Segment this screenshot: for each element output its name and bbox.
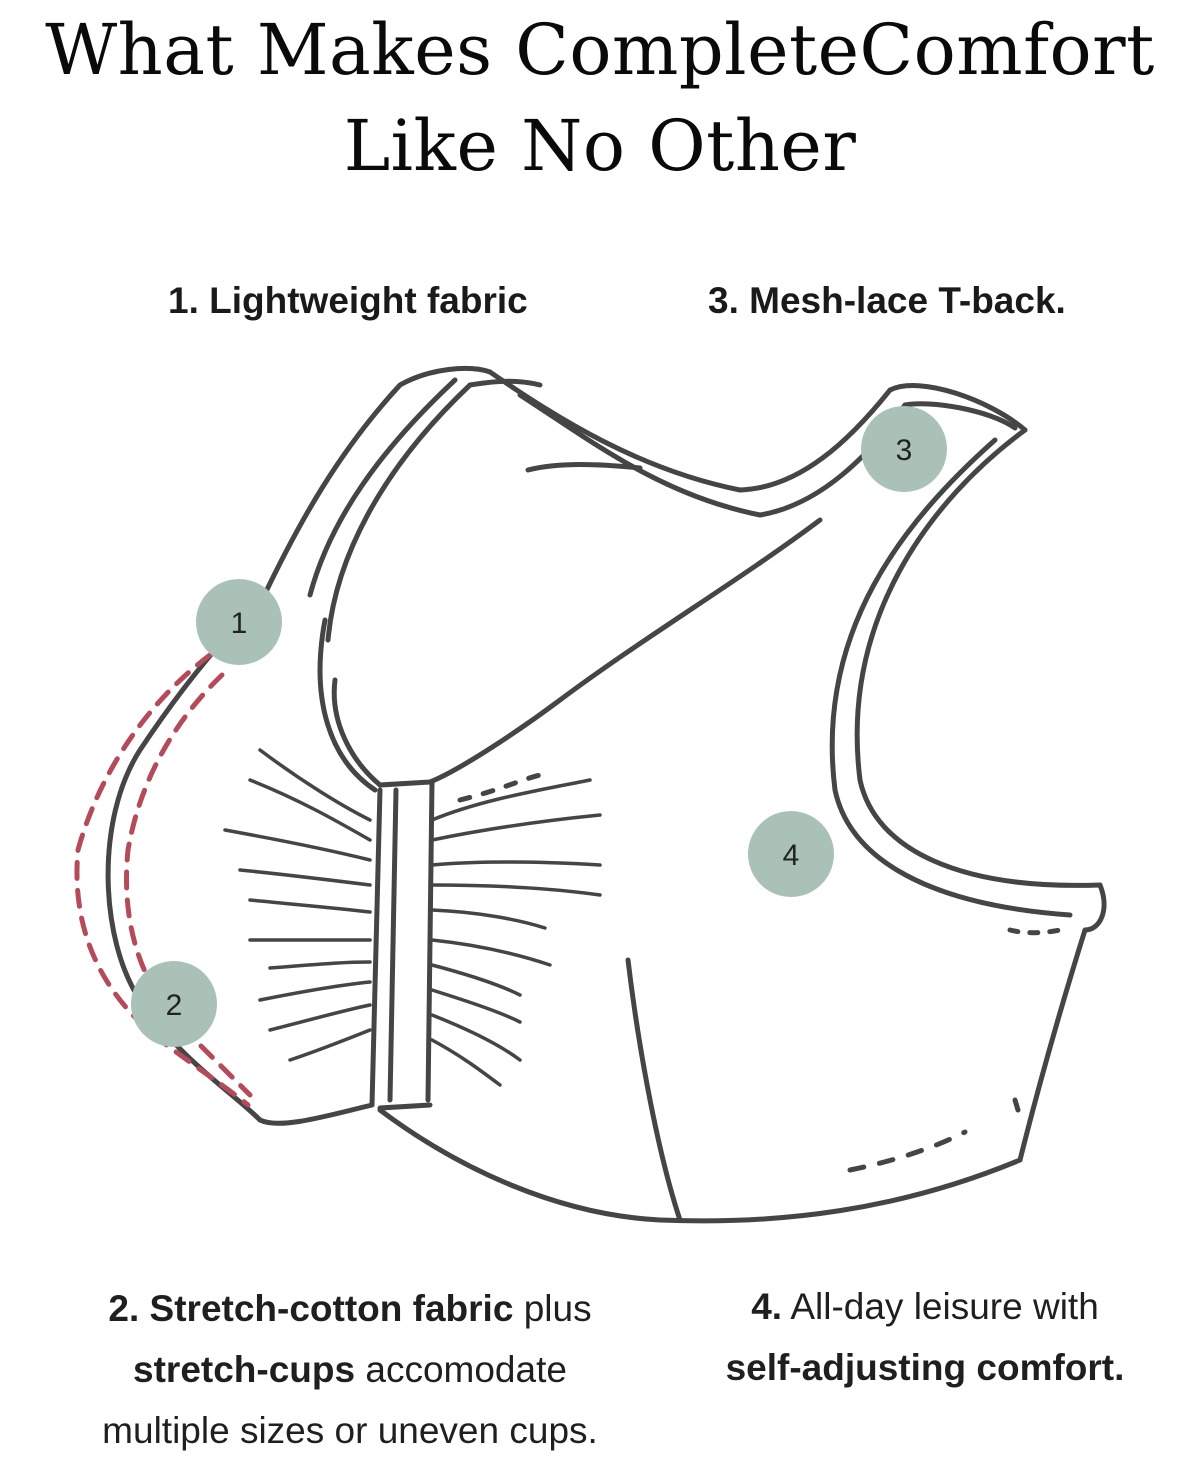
page-title-line-1: What Makes CompleteComfort bbox=[45, 9, 1155, 91]
feature-4-num: 4. bbox=[751, 1286, 783, 1327]
page-title-line-2: Like No Other bbox=[343, 105, 857, 187]
feature-4-bold-1: self-adjusting comfort. bbox=[725, 1347, 1125, 1388]
marker-2-number: 2 bbox=[166, 989, 183, 1022]
feature-2-text-1: plus bbox=[523, 1288, 592, 1329]
feature-3-label: 3. Mesh-lace T-back. bbox=[708, 280, 1066, 321]
marker-3-number: 3 bbox=[896, 434, 913, 467]
marker-3: 3 bbox=[861, 406, 947, 492]
marker-2: 2 bbox=[131, 961, 217, 1047]
left-strap-outer bbox=[259, 366, 493, 603]
marker-1-number: 1 bbox=[231, 607, 248, 640]
marker-1: 1 bbox=[196, 579, 282, 665]
stretch-guides bbox=[74, 652, 253, 1108]
feature-2-bold-2: stretch-cups bbox=[133, 1349, 356, 1390]
marker-4-number: 4 bbox=[783, 839, 800, 872]
feature-2-caption: 2. Stretch-cotton fabric plus stretch-cu… bbox=[30, 1278, 670, 1461]
feature-1-label: 1. Lightweight fabric bbox=[168, 280, 528, 321]
marker-4: 4 bbox=[748, 811, 834, 897]
feature-2-bold-1: Stretch-cotton fabric bbox=[149, 1288, 514, 1329]
feature-4-text-1: All-day leisure with bbox=[790, 1286, 1099, 1327]
feature-2-text-2: accomodate bbox=[365, 1349, 567, 1390]
feature-4-caption: 4. All-day leisure with self-adjusting c… bbox=[690, 1276, 1160, 1398]
feature-2-text-3: multiple sizes or uneven cups. bbox=[102, 1410, 598, 1451]
feature-2-num: 2. bbox=[108, 1288, 140, 1329]
